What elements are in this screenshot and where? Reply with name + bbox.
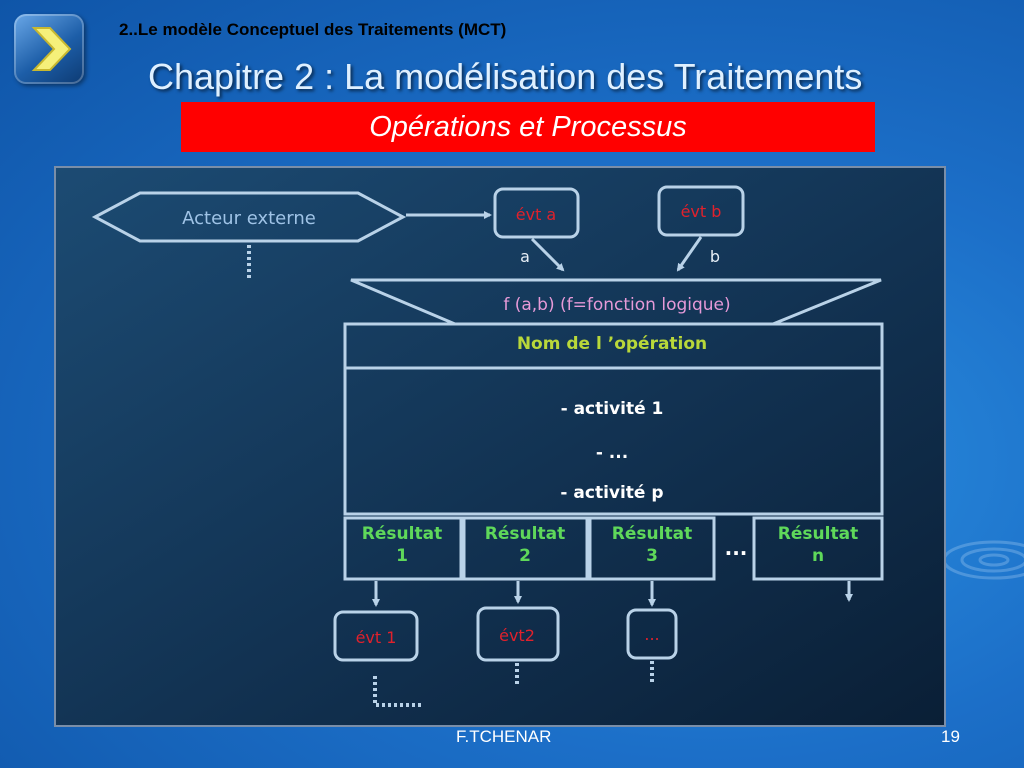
event-a-box <box>493 187 580 239</box>
event-ellipsis-box <box>626 608 678 660</box>
chevron-right-icon <box>31 27 72 71</box>
results-ellipsis: ... <box>725 536 748 560</box>
result-3-box <box>588 516 716 581</box>
event-1-label: évt 1 <box>356 628 397 647</box>
mct-diagram: Acteur externe évt a évt b a b f (a,b) (… <box>56 168 944 725</box>
activity-1: - activité 1 <box>561 399 664 419</box>
arrow-label-a: a <box>520 247 530 266</box>
result-2-box <box>462 516 589 581</box>
page-number: 19 <box>941 727 960 746</box>
result-n-box <box>752 516 884 581</box>
next-slide-button[interactable] <box>14 14 84 84</box>
activity-p: - activité p <box>560 483 663 503</box>
event-a-label: évt a <box>516 205 556 224</box>
event-a-arrow <box>530 237 565 272</box>
footer-author: F.TCHENAR <box>456 727 552 746</box>
diagram-background <box>56 168 944 725</box>
event-b-box <box>657 185 745 237</box>
operation-name: Nom de l ’opération <box>517 334 707 354</box>
operation-body-box <box>343 366 884 516</box>
activity-ellipsis: - ... <box>596 443 628 463</box>
synchronization-label: f (a,b) (f=fonction logique) <box>503 295 730 315</box>
event-1-dotted-link <box>373 676 424 707</box>
result-2-number: 2 <box>519 546 531 566</box>
event-2-box <box>476 606 560 662</box>
arrow-label-b: b <box>710 247 720 266</box>
subtitle-text: Opérations et Processus <box>369 110 687 143</box>
breadcrumb: 2..Le modèle Conceptuel des Traitements … <box>119 20 507 39</box>
page-title: Chapitre 2 : La modélisation des Traitem… <box>148 56 863 97</box>
actor-label: Acteur externe <box>182 208 316 229</box>
result-1-box <box>343 516 463 581</box>
result-n-title: Résultat <box>778 524 858 544</box>
result-1-title: Résultat <box>362 524 442 544</box>
actor-shape <box>91 191 407 243</box>
result-3-title: Résultat <box>612 524 692 544</box>
result-3-number: 3 <box>646 546 658 566</box>
result-n-number: n <box>812 546 824 566</box>
subtitle-banner: Opérations et Processus <box>181 102 875 152</box>
event-1-box <box>333 610 419 662</box>
result-2-title: Résultat <box>485 524 565 544</box>
event-b-arrow <box>676 236 703 272</box>
event-b-label: évt b <box>681 202 722 221</box>
result-1-number: 1 <box>396 546 408 566</box>
ripple-decoration <box>942 540 1024 580</box>
diagram-panel: Acteur externe évt a évt b a b f (a,b) (… <box>54 166 946 727</box>
event-2-label: évt2 <box>499 626 535 645</box>
event-ellipsis-label: ... <box>644 625 659 644</box>
